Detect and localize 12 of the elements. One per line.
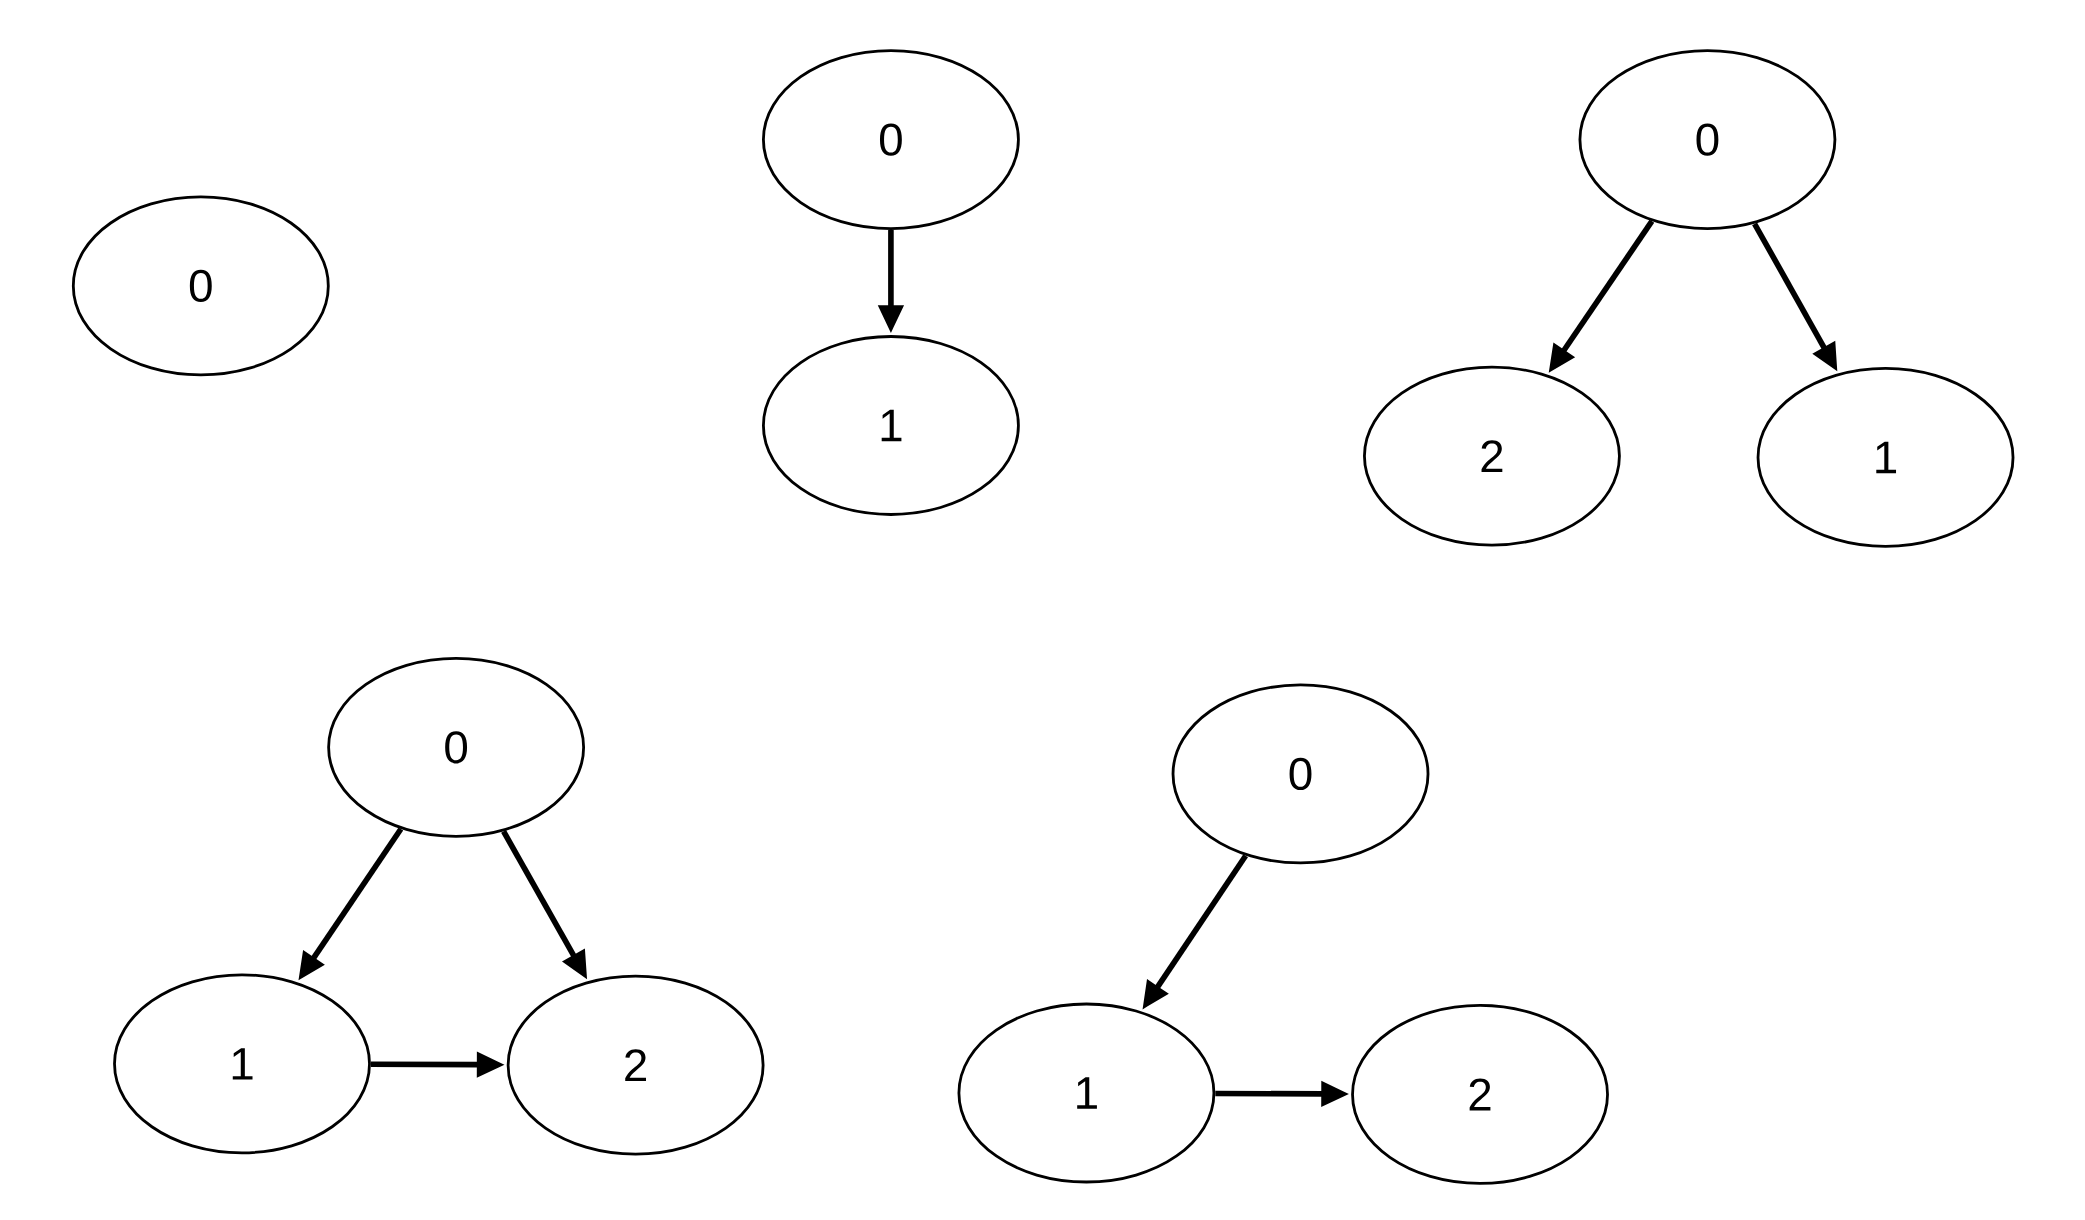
graph-node: 0 [71,195,330,377]
graph-node: 0 [1171,683,1430,865]
graph-node: 0 [762,49,1020,231]
graph-node: 2 [1363,365,1621,547]
graph-node: 0 [1578,49,1837,231]
graph-node: 1 [113,973,371,1155]
graph-node: 0 [327,656,586,838]
graph-node: 1 [1756,367,2015,548]
graph-node: 1 [762,335,1020,516]
graph-node: 2 [1351,1004,1609,1185]
graph-node: 1 [957,1002,1216,1184]
graph-node: 2 [506,974,765,1156]
